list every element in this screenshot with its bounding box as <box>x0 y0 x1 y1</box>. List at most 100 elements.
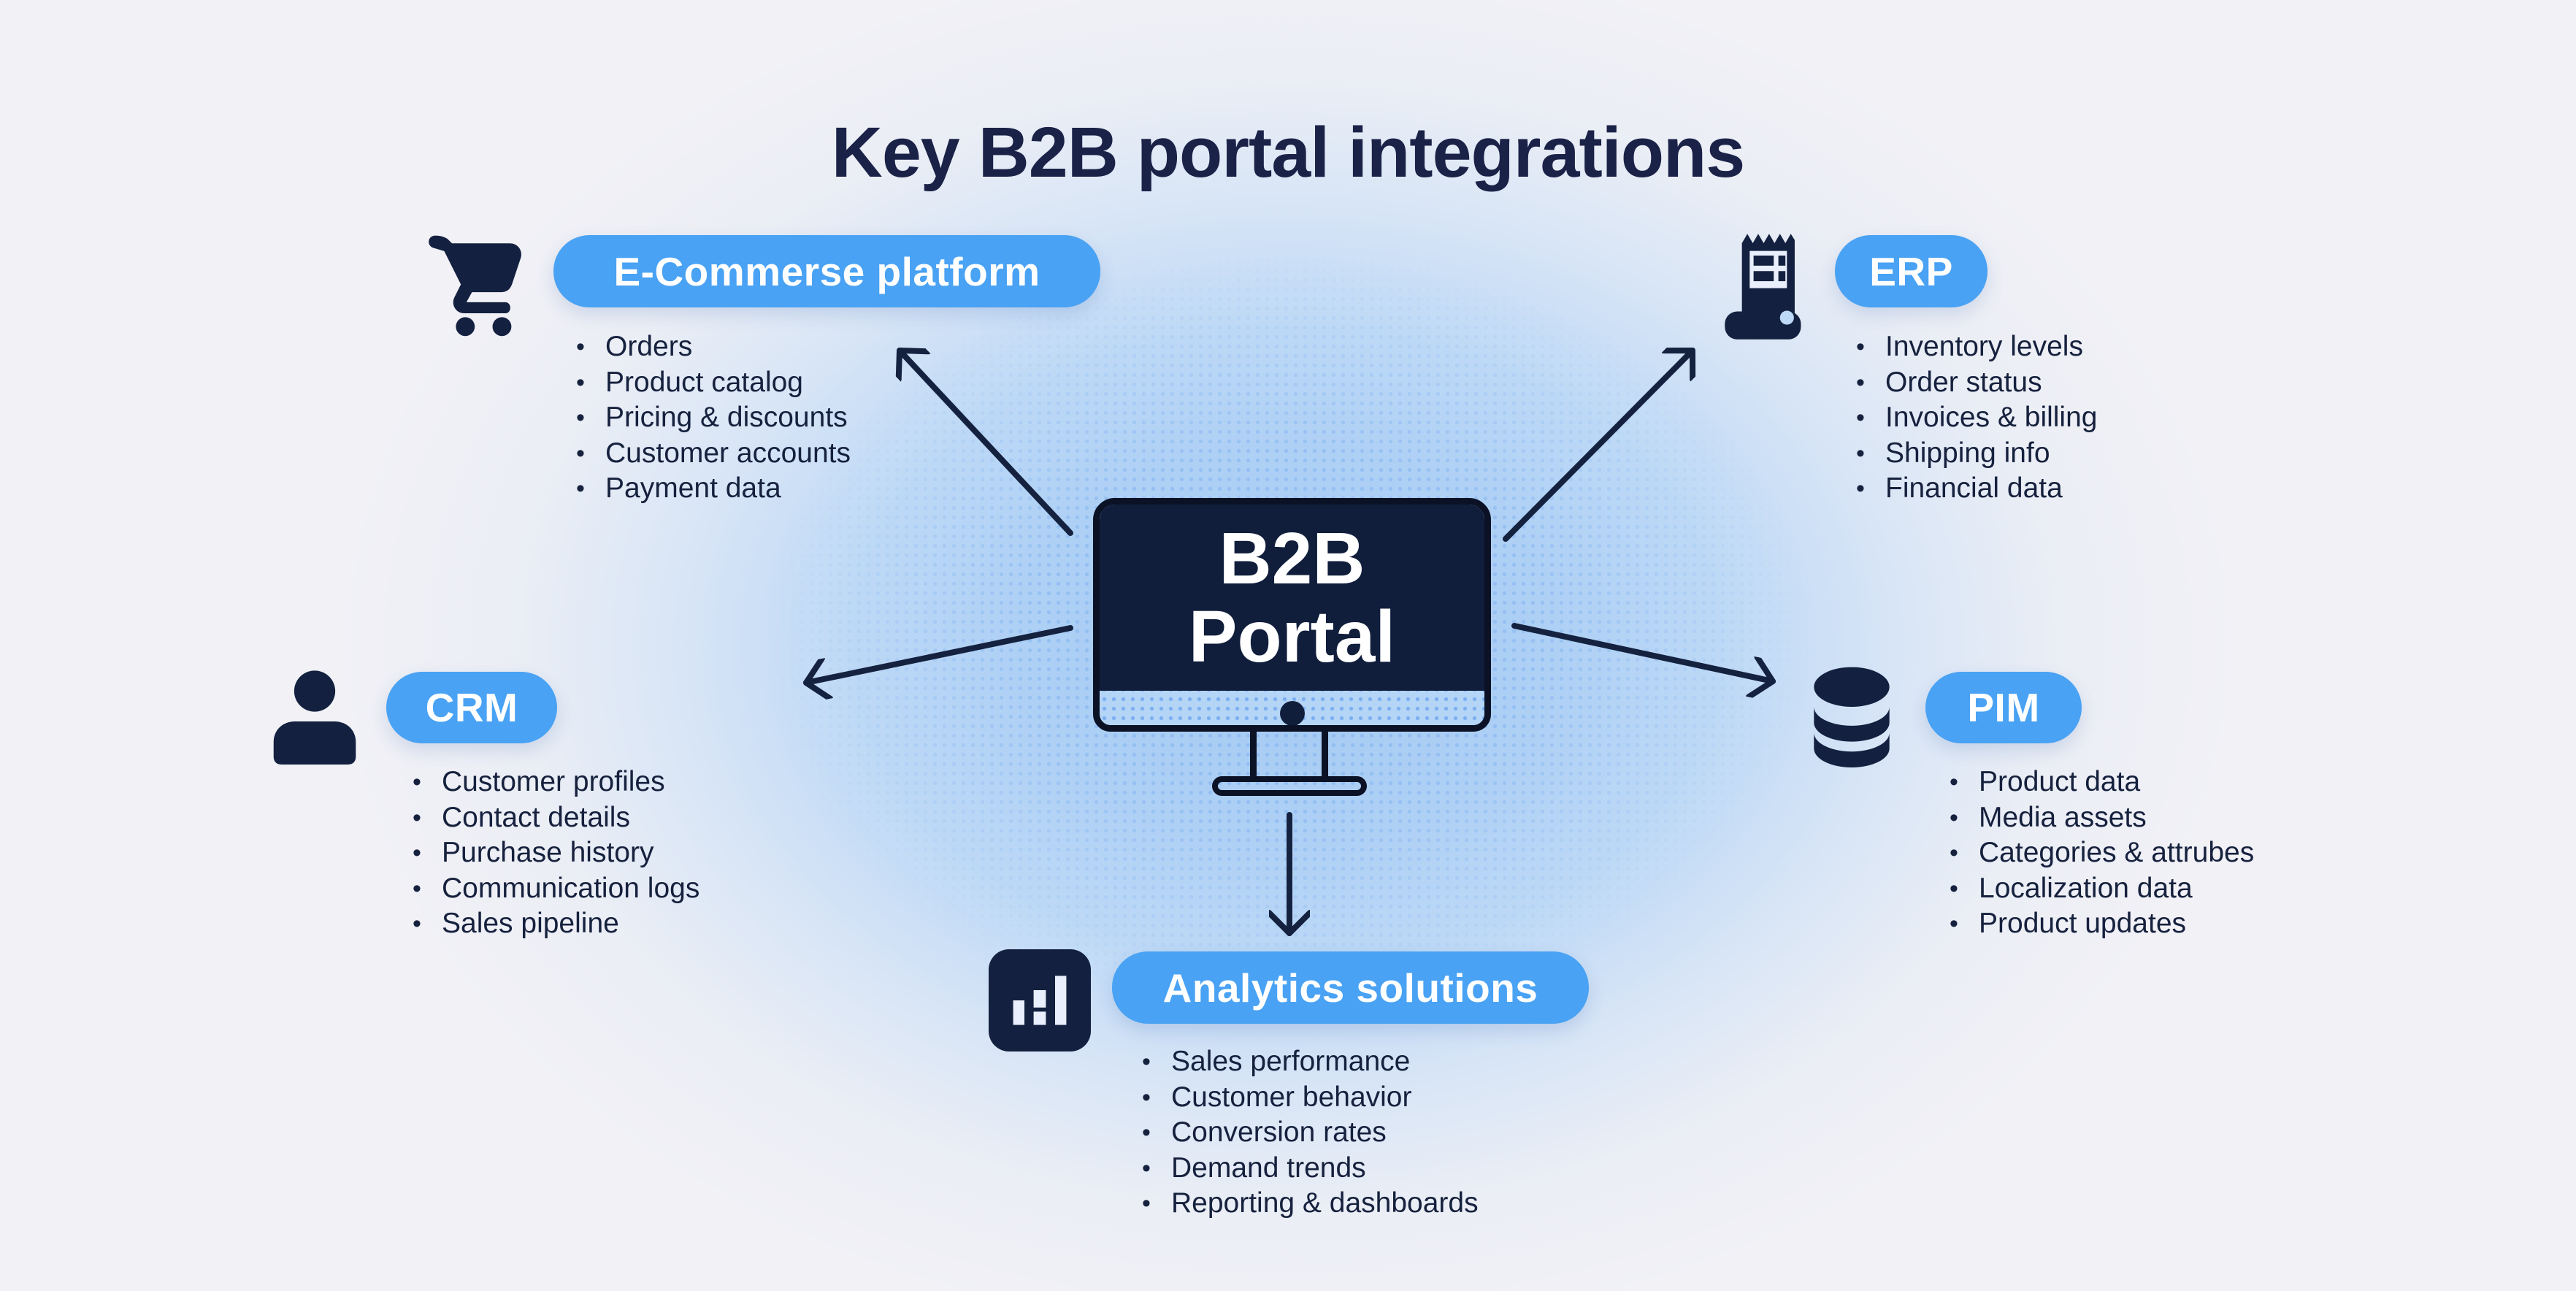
list-item-text: Communication logs <box>442 872 700 904</box>
bullet-dot: • <box>576 439 585 467</box>
list-item-text: Categories & attrubes <box>1979 837 2255 868</box>
list-item-text: Invoices & billing <box>1885 402 2098 433</box>
list-item: • Shipping info <box>1856 436 2097 472</box>
bullet-dot: • <box>1142 1190 1151 1217</box>
list-item: • Media assets <box>1950 800 2254 836</box>
shopping-cart-icon <box>429 235 521 337</box>
ecommerce-list: • Orders • Product catalog • Pricing & discou… <box>576 329 851 507</box>
bullet-dot: • <box>1142 1154 1151 1182</box>
list-item-text: Localization data <box>1979 872 2193 904</box>
list-item-text: Conversion rates <box>1171 1116 1387 1148</box>
bullet-dot: • <box>1950 839 1958 867</box>
list-item: •Reporting & dashboards <box>1142 1186 1479 1222</box>
list-item: • Conversion rates <box>1142 1115 1479 1151</box>
ecommerce-pill-label: E-Commerse platform <box>613 248 1040 294</box>
monitor-screen: B2B Portal <box>1100 505 1484 691</box>
list-item: • Contact details <box>413 800 699 836</box>
list-item-text: Orders <box>605 331 693 362</box>
list-item-text: Payment data <box>605 472 781 504</box>
list-item: • Financial data <box>1856 471 2097 507</box>
list-item: • Payment data <box>576 471 851 507</box>
bullet-dot: • <box>1142 1048 1151 1076</box>
erp-list: • Inventory levels • Order status • Invoices … <box>1856 329 2097 507</box>
monitor-stand-base <box>1212 776 1367 796</box>
crm-list: • Customer profiles • Contact details • Purch… <box>413 765 699 942</box>
bullet-dot: • <box>413 768 421 796</box>
list-item-text: Order status <box>1885 366 2042 398</box>
list-item-text: Demand trends <box>1171 1152 1366 1184</box>
arrow-to-ecommerce <box>900 348 1073 536</box>
monitor-stand-neck <box>1250 730 1328 778</box>
list-item: • Purchase history <box>413 835 699 871</box>
list-item-text: Pricing & discounts <box>605 402 848 433</box>
arrow-to-pim <box>1511 623 1776 681</box>
list-item-text: Inventory levels <box>1885 331 2083 362</box>
analytics-list: • Sales performance • Customer behavior • Con… <box>1142 1044 1479 1222</box>
portal-label-line1: B2B <box>1219 517 1365 599</box>
pim-list: • Product data • Media assets • Categories & … <box>1950 765 2254 942</box>
bullet-dot: • <box>1856 333 1865 361</box>
list-item-text: Customer profiles <box>442 766 665 797</box>
bullet-dot: • <box>1950 768 1958 796</box>
arrow-to-crm <box>803 625 1073 683</box>
list-item: • Invoices & billing <box>1856 400 2097 436</box>
bullet-dot: • <box>1950 874 1958 903</box>
bullet-dot: • <box>1856 404 1865 432</box>
receipt-icon <box>1725 234 1801 340</box>
bullet-dot: • <box>413 874 421 903</box>
list-item: • Customer accounts <box>576 436 851 472</box>
list-item-text: Media assets <box>1979 801 2147 833</box>
list-item-text: Sales pipeline <box>442 908 619 939</box>
list-item-text: Customer accounts <box>605 437 851 469</box>
ecommerce-pill: E-Commerse platform <box>553 235 1100 307</box>
bullet-dot: • <box>1856 475 1865 502</box>
bullet-dot: • <box>1950 803 1958 832</box>
pim-pill: PIM <box>1925 672 2082 743</box>
list-item-text: Shipping info <box>1885 437 2050 469</box>
erp-pill-label: ERP <box>1869 248 1953 294</box>
bullet-dot: • <box>1950 910 1958 938</box>
monitor-camera-dot <box>1279 701 1305 725</box>
list-item: •Sales pipeline <box>413 906 699 942</box>
erp-pill: ERP <box>1835 235 1987 307</box>
list-item: • Orders <box>576 329 851 365</box>
bullet-dot: • <box>576 368 585 397</box>
list-item: • Communication logs <box>413 871 699 907</box>
list-item: • Sales performance <box>1142 1044 1479 1080</box>
list-item-text: Customer behavior <box>1171 1081 1412 1113</box>
bullet-dot: • <box>576 333 585 361</box>
bullet-dot: • <box>576 475 585 502</box>
bullet-dot: • <box>576 404 585 432</box>
list-item: • Pricing & discounts <box>576 400 851 436</box>
bullet-dot: • <box>1856 368 1865 397</box>
list-item: • Product updates <box>1950 906 2254 942</box>
list-item: • Customer behavior <box>1142 1080 1479 1116</box>
bullet-dot: • <box>1142 1119 1151 1146</box>
list-item: • Inventory levels <box>1856 329 2097 365</box>
list-item-text: Contact details <box>442 801 630 833</box>
list-item-text: Sales performance <box>1171 1046 1411 1077</box>
list-item-text: Product data <box>1979 766 2141 797</box>
database-icon <box>1814 667 1890 767</box>
pim-pill-label: PIM <box>1967 685 2040 730</box>
list-item-text: Product updates <box>1979 908 2187 939</box>
list-item-text: Financial data <box>1885 472 2063 504</box>
analytics-pill-label: Analytics solutions <box>1162 965 1538 1011</box>
portal-label-line2: Portal <box>1188 595 1396 678</box>
list-item-text: Product catalog <box>605 366 804 398</box>
list-item: • Customer profiles <box>413 765 699 800</box>
bullet-dot: • <box>413 803 421 832</box>
list-item-text: Purchase history <box>442 837 654 868</box>
bullet-dot: • <box>1142 1083 1151 1111</box>
bullet-dot: • <box>413 839 421 867</box>
crm-pill: CRM <box>386 672 557 743</box>
list-item: • Demand trends <box>1142 1151 1479 1187</box>
list-item: • Categories & attrubes <box>1950 835 2254 871</box>
analytics-pill: Analytics solutions <box>1112 951 1589 1024</box>
crm-pill-label: CRM <box>425 685 518 730</box>
bullet-dot: • <box>1856 439 1865 467</box>
list-item: • Product catalog <box>576 365 851 401</box>
list-item: • Order status <box>1856 365 2097 401</box>
person-icon <box>273 670 356 765</box>
